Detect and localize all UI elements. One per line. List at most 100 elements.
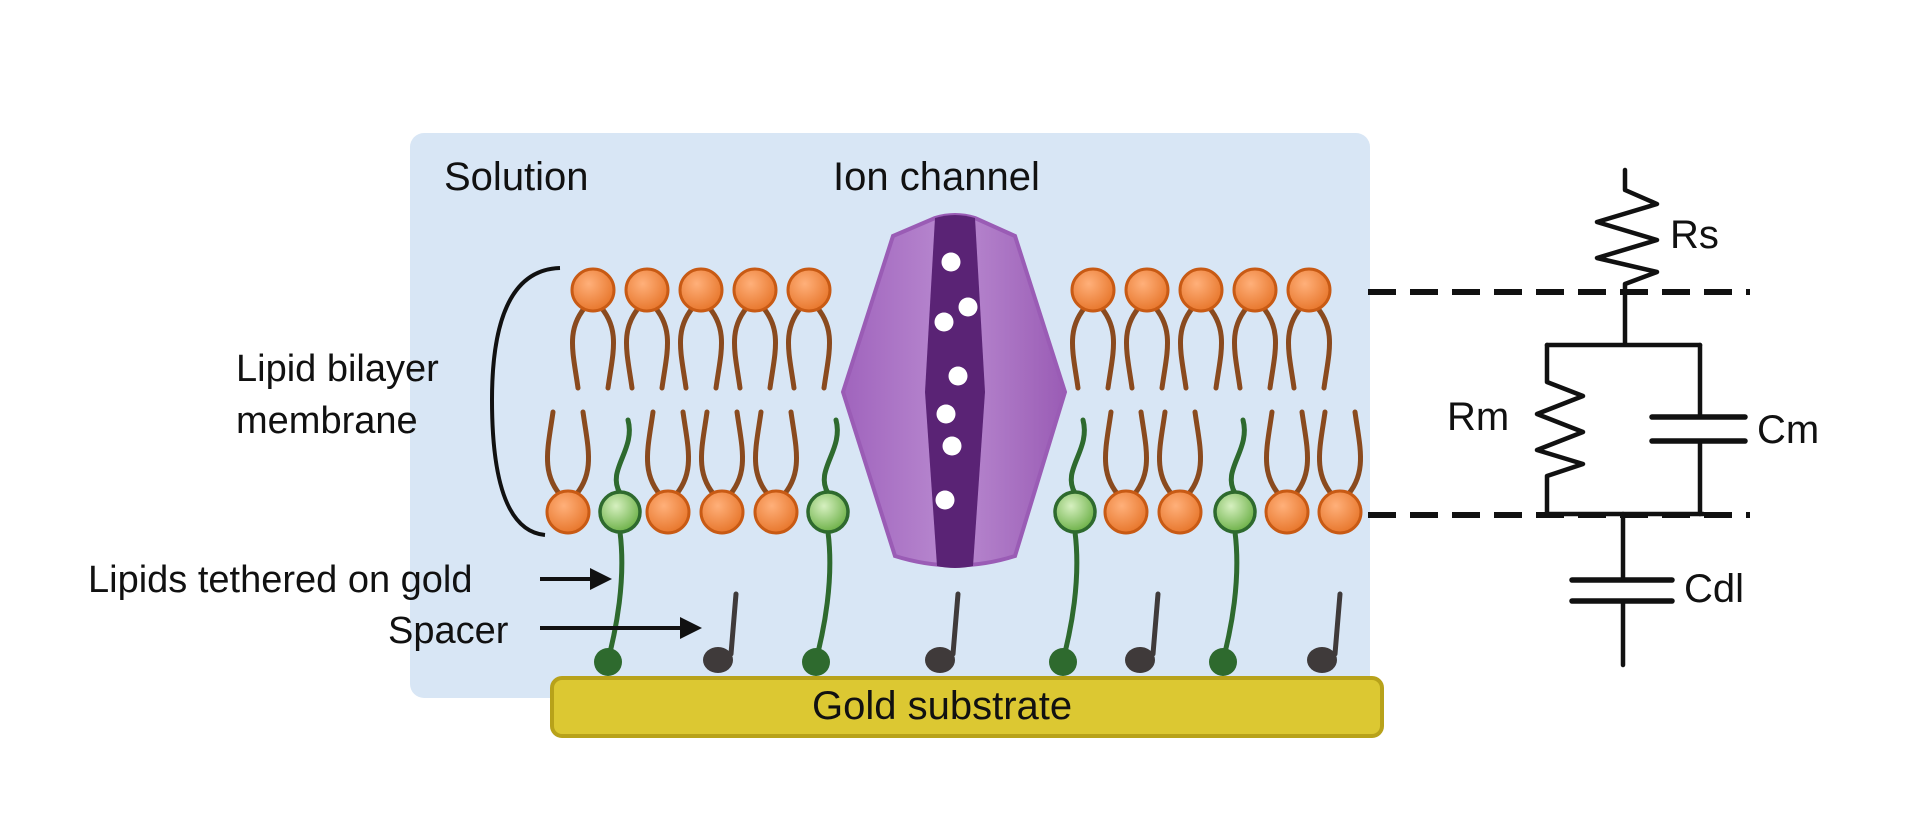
lipid-molecule-icon: [1264, 409, 1310, 535]
ion: [948, 366, 968, 386]
ions: [934, 252, 978, 510]
spacer-molecule-icon: [1307, 591, 1343, 673]
tethered-lipid-icon: [594, 417, 642, 676]
ion: [941, 252, 961, 272]
gold-substrate: [550, 676, 1384, 738]
lipid-head: [645, 489, 691, 535]
lipid-tail: [645, 409, 691, 501]
lipid-molecule-icon: [1157, 409, 1203, 535]
lipid-tail: [545, 409, 591, 501]
tether-anchor: [594, 648, 622, 676]
lipid-tail: [1264, 409, 1310, 501]
cdl-label: Cdl: [1684, 567, 1744, 611]
lipid-head: [678, 267, 724, 313]
spacer-stem: [950, 591, 961, 657]
lipid-tail: [1317, 409, 1363, 501]
lipid-tail: [753, 409, 799, 501]
lipid-tail: [786, 301, 832, 391]
tether-head: [1213, 490, 1257, 534]
lipid-molecule-icon: [786, 267, 832, 391]
tether-anchor: [802, 648, 830, 676]
lipid-head: [545, 489, 591, 535]
solution-label: Solution: [444, 155, 589, 199]
spacer-stem: [1150, 591, 1161, 657]
tether-anchor: [1049, 648, 1077, 676]
spacer-anchor: [1125, 647, 1155, 673]
lipid-molecule-icon: [1178, 267, 1224, 391]
lipid-tail: [1178, 301, 1224, 391]
tether-anchor: [1209, 648, 1237, 676]
lipid-tail: [570, 301, 616, 391]
spacer-anchor: [703, 647, 733, 673]
tether-head: [598, 490, 642, 534]
tether-tail: [1068, 417, 1087, 496]
rs-label: Rs: [1670, 213, 1719, 257]
lipid-tail: [699, 409, 745, 501]
lipid-head: [624, 267, 670, 313]
tether-head: [1053, 490, 1097, 534]
lipid-head: [1178, 267, 1224, 313]
lipid-molecule-icon: [624, 267, 670, 391]
gold-substrate-label: Gold substrate: [812, 684, 1072, 728]
lipid-molecule-icon: [732, 267, 778, 391]
ion: [936, 404, 956, 424]
rs-resistor-symbol: [1594, 167, 1660, 346]
tether-head: [806, 490, 850, 534]
rm-label: Rm: [1447, 395, 1509, 439]
lipid-head: [1264, 489, 1310, 535]
tethered-lipid-icon: [802, 417, 850, 676]
lipid-head: [699, 489, 745, 535]
lipid-head: [1070, 267, 1116, 313]
lipid-head: [1317, 489, 1363, 535]
lipid-head: [732, 267, 778, 313]
lipid-head: [1103, 489, 1149, 535]
spacer-molecule-icon: [1125, 591, 1161, 673]
lipid-bilayer-label: Lipid bilayer: [236, 348, 439, 390]
lipid-molecule-icon: [1286, 267, 1332, 391]
lipid-tail: [732, 301, 778, 391]
lipid-tail: [1286, 301, 1332, 391]
ion: [935, 490, 955, 510]
lipid-head: [1286, 267, 1332, 313]
bilayer-bracket: [489, 266, 561, 537]
spacer-stem: [728, 591, 739, 657]
lipid-head: [570, 267, 616, 313]
tether-tail: [821, 417, 840, 496]
lipid-head: [1124, 267, 1170, 313]
lipid-molecule-icon: [1070, 267, 1116, 391]
membrane-label: membrane: [236, 400, 418, 442]
tethered-arrow: [540, 568, 612, 590]
spacer-layer: [703, 591, 1343, 673]
lipid-tail: [624, 301, 670, 391]
lipid-head: [753, 489, 799, 535]
tethered-lipid-icon: [1209, 417, 1257, 676]
lipid-head: [1157, 489, 1203, 535]
lipid-molecule-icon: [1124, 267, 1170, 391]
ion: [942, 436, 962, 456]
spacer-molecule-icon: [925, 591, 961, 673]
ion: [958, 297, 978, 317]
rm-resistor-symbol: [1534, 342, 1586, 517]
spacer-stem: [1332, 591, 1343, 657]
lipid-molecule-icon: [1232, 267, 1278, 391]
ion-channel-label: Ion channel: [833, 155, 1040, 199]
tethered-lipid-layer: [594, 417, 1257, 676]
lipid-tail: [678, 301, 724, 391]
lipid-molecule-icon: [1317, 409, 1363, 535]
spacer-label: Spacer: [388, 610, 509, 652]
lipid-molecule-icon: [1103, 409, 1149, 535]
lipid-molecule-icon: [753, 409, 799, 535]
ion: [934, 312, 954, 332]
ion-channel-icon: [840, 213, 1068, 568]
lipid-head: [1232, 267, 1278, 313]
lipid-bilayer: [545, 267, 1363, 535]
cdl-capacitor-symbol: [1569, 577, 1675, 604]
equivalent-circuit: [1534, 167, 1748, 668]
lipid-molecule-icon: [699, 409, 745, 535]
lipid-tail: [1232, 301, 1278, 391]
spacer-molecule-icon: [703, 591, 739, 673]
lipid-tail: [1124, 301, 1170, 391]
lipid-tail: [1103, 409, 1149, 501]
lipid-tail: [1157, 409, 1203, 501]
